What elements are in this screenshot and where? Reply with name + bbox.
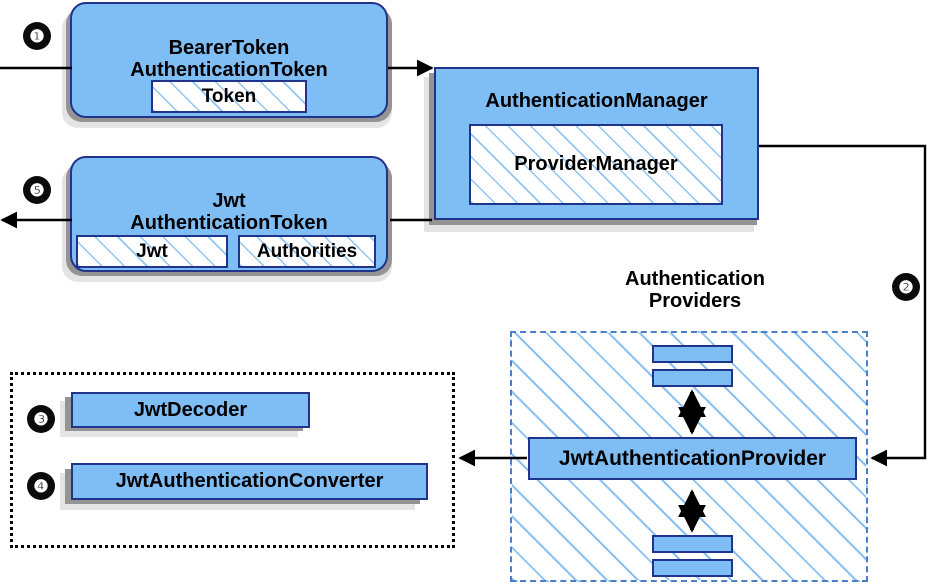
jwt-decoder-label: JwtDecoder <box>133 398 248 421</box>
node-bearer-token-authentication-token[interactable]: BearerToken AuthenticationToken <box>70 2 388 118</box>
step-badge-4: ❹ <box>28 473 54 499</box>
step-badge-2: ❷ <box>893 274 919 300</box>
bearer-token-inner-token-label: Token <box>201 85 257 107</box>
jwt-token-inner-authorities[interactable]: Authorities <box>238 235 376 268</box>
jwt-token-title: Jwt AuthenticationToken <box>130 189 328 234</box>
step-badge-3: ❸ <box>28 406 54 432</box>
bearer-token-inner-token[interactable]: Token <box>151 80 307 113</box>
node-jwt-authentication-converter[interactable]: JwtAuthenticationConverter <box>71 463 428 500</box>
node-jwt-decoder[interactable]: JwtDecoder <box>71 392 310 428</box>
jwt-authentication-converter-label: JwtAuthenticationConverter <box>115 470 384 493</box>
jwt-support-group <box>10 372 455 548</box>
jwt-token-inner-jwt[interactable]: Jwt <box>76 235 228 268</box>
jwt-token-inner-jwt-label: Jwt <box>136 240 168 262</box>
jwt-token-inner-authorities-label: Authorities <box>256 240 358 262</box>
provider-stub-top-1 <box>652 345 733 363</box>
step-badge-1: ❶ <box>24 23 50 49</box>
step-badge-5: ❺ <box>24 177 50 203</box>
provider-manager-label: ProviderManager <box>514 153 678 175</box>
provider-stub-bottom-1 <box>652 535 733 553</box>
authentication-manager-inner-provider-manager[interactable]: ProviderManager <box>469 124 723 205</box>
node-jwt-authentication-provider[interactable]: JwtAuthenticationProvider <box>528 437 857 480</box>
provider-stub-top-2 <box>652 369 733 387</box>
jwt-authentication-provider-label: JwtAuthenticationProvider <box>558 446 827 470</box>
authentication-providers-title: Authentication Providers <box>625 268 765 313</box>
provider-stub-bottom-2 <box>652 559 733 577</box>
bearer-token-title: BearerToken AuthenticationToken <box>130 36 328 81</box>
authentication-manager-title: AuthenticationManager <box>485 90 708 112</box>
